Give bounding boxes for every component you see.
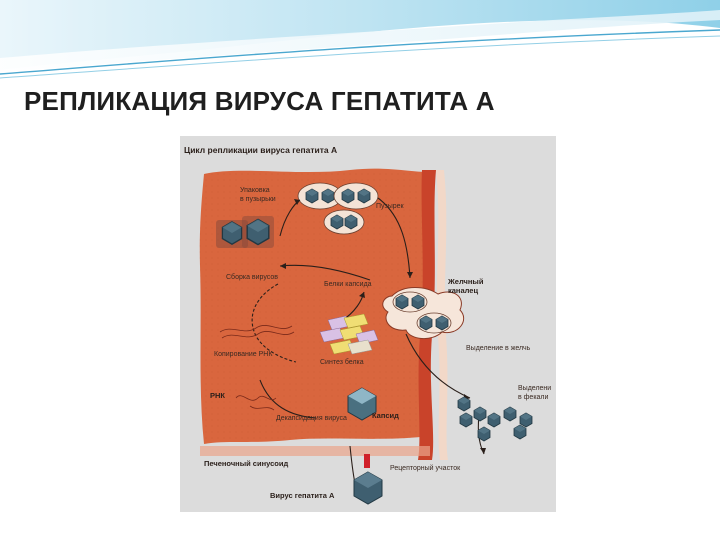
vesicle-icon <box>324 210 364 234</box>
label-packaging: Упаковка <box>240 187 270 194</box>
nucleus-cluster <box>216 216 274 248</box>
label-capsid: Капсид <box>372 411 399 420</box>
label-rna: РНК <box>210 391 225 400</box>
sinusoid-strip <box>200 446 430 456</box>
label-into-vesicles: в пузырьки <box>240 196 276 203</box>
label-uncoating: Декапсидация вируса <box>276 415 347 422</box>
label-rna-copying: Копирование РНК <box>214 351 273 358</box>
label-bile-canal-1: Желчный <box>447 277 484 286</box>
released-virions <box>458 397 532 441</box>
receptor-icon <box>364 454 370 468</box>
label-vesicle: Пузырек <box>376 203 405 210</box>
slide-title: РЕПЛИКАЦИЯ ВИРУСА ГЕПАТИТА А <box>24 86 495 117</box>
replication-diagram: Цикл репликации вируса гепатита А <box>180 136 556 512</box>
virion-icon <box>354 472 382 504</box>
replication-figure: Цикл репликации вируса гепатита А <box>180 136 556 512</box>
label-protein-synthesis: Синтез белка <box>320 358 364 366</box>
label-bile-canal-2: каналец <box>448 286 478 295</box>
figure-title: Цикл репликации вируса гепатита А <box>184 145 337 155</box>
label-bile-release: Выделение в желчь <box>466 345 531 352</box>
label-capsid-proteins: Белки капсида <box>324 281 372 288</box>
label-fecal-release-2: в фекали <box>518 394 549 401</box>
label-sinusoid: Печеночный синусоид <box>204 459 288 468</box>
label-receptor: Рецепторный участок <box>390 464 461 472</box>
header-swoosh-decoration <box>0 0 720 80</box>
label-fecal-release-1: Выделени <box>518 385 551 392</box>
vesicle-icon <box>334 183 378 209</box>
label-virus-assembly: Сборка вирусов <box>226 273 278 281</box>
label-virus: Вирус гепатита А <box>270 491 335 500</box>
